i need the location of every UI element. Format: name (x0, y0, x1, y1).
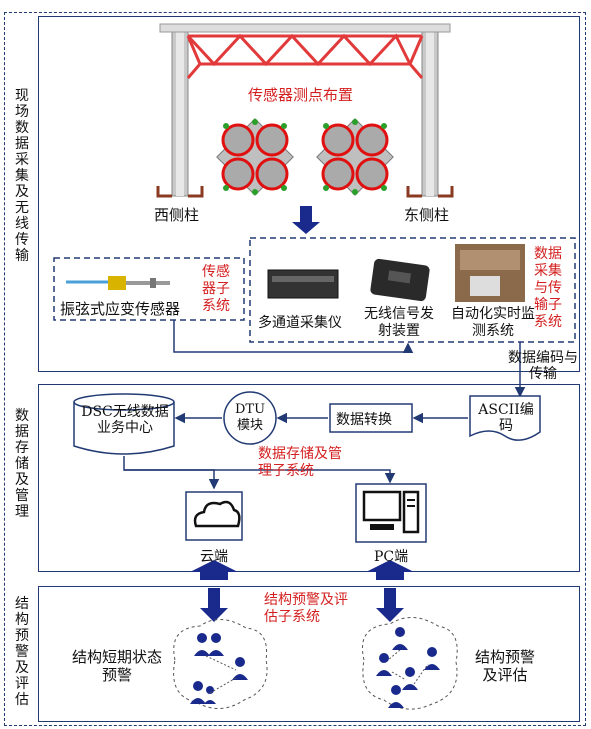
section-acquisition-frame (38, 16, 580, 372)
multichannel-acquisition-image (267, 269, 339, 299)
convert-box (329, 403, 413, 433)
dtu-circle (223, 391, 277, 445)
section-warning-frame (38, 586, 580, 722)
transmission-subsystem-label: 数据采集与传输子系统 (534, 246, 562, 330)
west-column-structure (156, 25, 204, 198)
truss-beam (159, 23, 451, 79)
strain-sensor-label: 振弦式应变传感器 (60, 300, 181, 318)
short-term-warning-label: 结构短期状态预警 (72, 648, 163, 684)
sensor-subsystem-frame (53, 257, 245, 321)
wireless-transmitter-image (370, 258, 430, 302)
west-column-label: 西侧柱 (154, 206, 200, 224)
pc-label: PC端 (374, 549, 409, 565)
data-convert-label: 数据转换 (336, 412, 392, 428)
sensor-layout-title: 传感器测点布置 (248, 86, 354, 104)
west-sensor-cluster (216, 118, 294, 196)
east-column-structure (406, 25, 454, 198)
device-label-acquisition: 多通道采集仪 (258, 315, 342, 331)
pc-up-arrow (366, 560, 414, 580)
down-arrow-main (292, 206, 320, 234)
cloud-box (185, 491, 243, 541)
dsc-database-shape (73, 393, 175, 455)
encode-transmit-label: 数据编码与传输 (508, 350, 578, 382)
east-column-label: 东侧柱 (404, 206, 450, 224)
right-people-cloud (362, 617, 458, 710)
ascii-encoding-label: ASCII编码 (478, 402, 534, 434)
device-label-monitoring: 自动化实时监测系统 (451, 306, 535, 339)
dsc-center-label: DSC无线数据业务中心 (81, 404, 169, 436)
device-label-transmitter: 无线信号发射装置 (364, 306, 434, 339)
left-people-cloud (173, 619, 268, 709)
sensor-subsystem-label: 传感器子系统 (202, 264, 230, 314)
section-label-warning: 结构预警及评估 (15, 596, 29, 708)
dtu-module-label: DTU模块 (234, 402, 266, 433)
warning-evaluation-label: 结构预警及评估 (474, 648, 535, 684)
storage-subsystem-label: 数据存储及管理子系统 (258, 446, 342, 479)
ascii-doc-shape (469, 395, 541, 441)
monitoring-site-image (455, 244, 525, 302)
outer-frame (4, 12, 586, 726)
pc-down-arrow (376, 588, 404, 622)
east-sensor-cluster (316, 118, 394, 196)
section-label-storage: 数据存储及管理 (15, 408, 29, 520)
sensor-to-acquisition-line (173, 320, 414, 353)
transmission-subsystem-frame (249, 237, 576, 343)
computer-icon (362, 490, 420, 534)
section-label-acquisition: 现场数据采集及无线传输 (15, 88, 29, 264)
warning-subsystem-label: 结构预警及评估子系统 (264, 592, 348, 625)
cloud-down-arrow (200, 588, 228, 622)
cloud-label: 云端 (200, 549, 228, 565)
pc-box (355, 483, 427, 543)
cloud-up-arrow (190, 560, 238, 580)
strain-sensor-image (66, 276, 170, 290)
cloud-icon (193, 500, 241, 528)
